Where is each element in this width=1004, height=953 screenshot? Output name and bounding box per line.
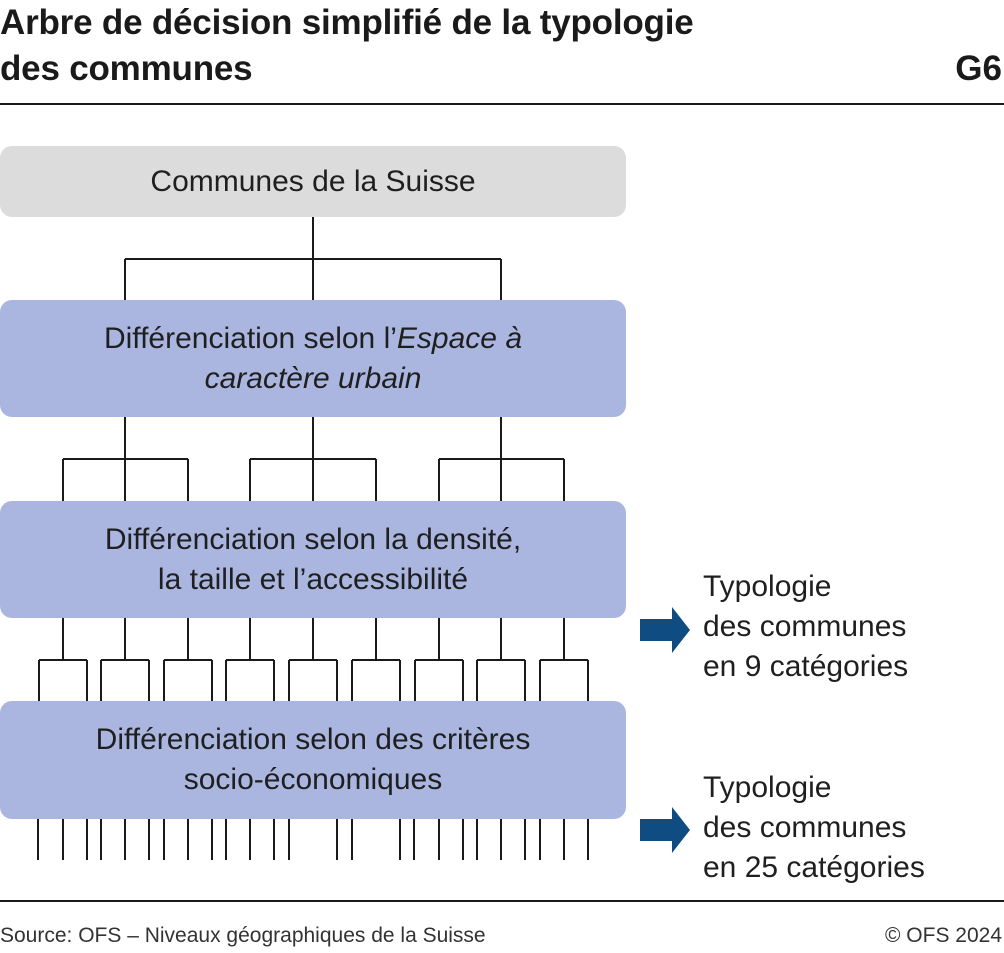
root-node: Communes de la Suisse [0,146,626,217]
level-1-node: Différenciation selon l’Espace à caractè… [0,300,626,417]
output-line: Typologie [703,570,832,603]
copyright-note: © OFS 2024 [884,924,1002,947]
bottom-divider [0,900,1004,902]
level-3-line-1: Différenciation selon des critères [95,723,531,756]
output-25-categories: Typologie des communes en 25 catégories [703,768,925,888]
level-1-italic-b: caractère urbain [204,361,422,395]
arrow-right-icon [640,607,690,653]
level-1-line-1: Différenciation selon l’Espace à [104,319,522,359]
output-line: des communes [703,610,907,643]
output-line: en 25 catégories [703,851,925,884]
level-1-italic-a: Espace à [396,321,523,355]
output-9-categories: Typologie des communes en 9 catégories [703,567,908,687]
figure-number: G6 [955,49,1002,88]
output-line: des communes [703,811,907,844]
root-node-label: Communes de la Suisse [150,164,476,198]
level-2-node: Différenciation selon la densité, la tai… [0,501,626,618]
output-line: en 9 catégories [703,650,909,683]
chart-title-line-2: des communes [0,49,253,88]
level-2-line-1: Différenciation selon la densité, [104,522,522,556]
chart-title: Arbre de décision simplifié de la typolo… [0,0,900,92]
tree-connectors [37,217,589,860]
chart-title-line-1: Arbre de décision simplifié de la typolo… [0,3,694,42]
source-note: Source: OFS – Niveaux géographiques de l… [0,924,486,947]
level-3-line-2: socio-économiques [183,763,443,796]
arrow-right-icon [640,807,690,853]
level-2-line-2: la taille et l’accessibilité [157,562,469,596]
top-divider [0,103,1004,105]
level-3-node: Différenciation selon des critères socio… [0,701,626,819]
level-1-prefix: Différenciation selon l’ [103,321,397,355]
output-line: Typologie [703,771,832,804]
